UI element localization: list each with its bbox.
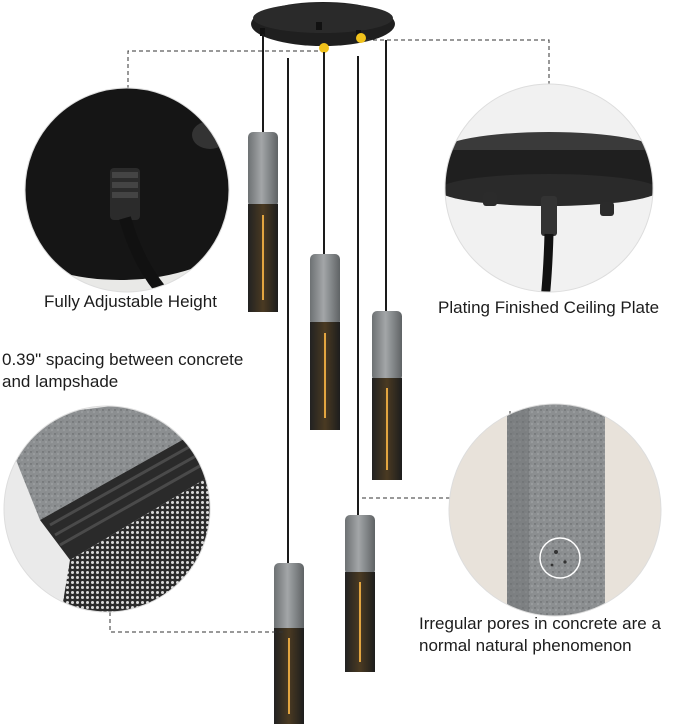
detail-circle-cord-connector [25,88,229,292]
callout-fully-adjustable-height: Fully Adjustable Height [44,292,217,311]
detail-circle-border [24,87,230,293]
pendant-light [372,311,402,480]
pendant-light [248,132,278,312]
detail-circle-ceiling-plate [445,84,653,292]
callout-pores-line1: Irregular pores in concrete are a [419,614,661,633]
pendant-light [274,563,304,724]
ceiling-canopy [251,2,395,46]
pendant-cords [262,34,387,565]
detail-circle-border [444,83,654,293]
detail-circle-border [3,405,211,613]
detail-circle-concrete-pores [449,404,661,616]
callout-spacing-line1: 0.39" spacing between concrete [2,350,244,369]
callout-spacing: 0.39" spacing between concrete and lamps… [2,349,243,393]
detail-circle-border [448,403,662,617]
detail-circle-lampshade-spacing [4,406,210,612]
callout-spacing-line2: and lampshade [2,372,119,391]
callout-concrete-pores: Irregular pores in concrete are a normal… [419,613,661,657]
callout-pores-line2: normal natural phenomenon [419,636,632,655]
pendant-light [345,515,375,672]
pendant-light [310,254,340,430]
callout-ceiling-plate: Plating Finished Ceiling Plate [438,298,660,317]
